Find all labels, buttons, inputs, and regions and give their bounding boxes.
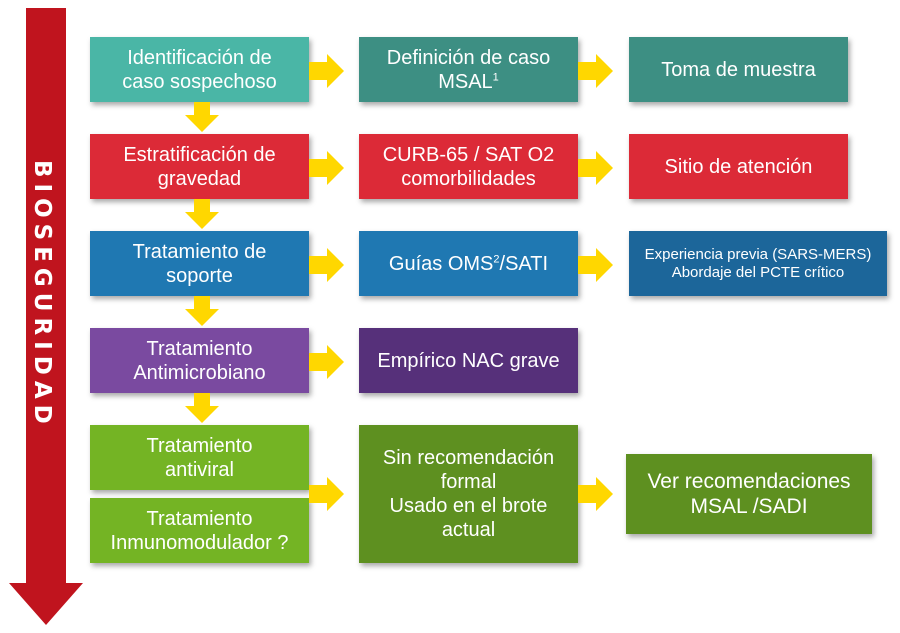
box-ver-recomendaciones-text: Ver recomendaciones MSAL /SADI <box>647 469 851 518</box>
box-inmunomodulador-text: Tratamiento Inmunomodulador ? <box>110 507 289 554</box>
arrow-right-r5-1 <box>309 477 344 511</box>
arrow-right-r1-1 <box>309 54 344 88</box>
arrow-right-r2-2 <box>578 151 613 185</box>
box-definicion-text: Definición de caso MSAL <box>386 46 551 93</box>
box-empirico: Empírico NAC grave <box>359 328 578 393</box>
box-guias: Guías OMS2/SATI <box>359 231 578 296</box>
box-experiencia: Experiencia previa (SARS-MERS) Abordaje … <box>629 231 887 296</box>
bioseguridad-arrow-shape <box>9 8 83 625</box>
box-definicion-content: Definición de caso MSAL1 <box>387 46 550 94</box>
arrow-right-r3-1 <box>309 248 344 282</box>
arrow-right-r3-2 <box>578 248 613 282</box>
box-sin-recomendacion-text: Sin recomendación formal Usado en el bro… <box>382 447 555 541</box>
box-identificacion: Identificación de caso sospechoso <box>90 37 309 102</box>
box-toma-muestra-text: Toma de muestra <box>661 58 816 81</box>
bioseguridad-label: BIOSEGURIDAD <box>20 150 64 440</box>
box-curb65-text: CURB-65 / SAT O2 comorbilidades <box>382 143 555 190</box>
box-sin-recomendacion: Sin recomendación formal Usado en el bro… <box>359 425 578 563</box>
box-guias-pre: Guías OMS <box>388 252 494 275</box>
bioseguridad-text: BIOSEGURIDAD <box>29 160 55 430</box>
box-inmunomodulador: Tratamiento Inmunomodulador ? <box>90 498 309 563</box>
box-definicion: Definición de caso MSAL1 <box>359 37 578 102</box>
box-antimicrobiano-text: Tratamiento Antimicrobiano <box>133 337 266 384</box>
arrow-down-2 <box>185 199 219 229</box>
box-soporte: Tratamiento de soporte <box>90 231 309 296</box>
box-guias-content: Guías OMS2/SATI <box>389 252 548 276</box>
arrow-right-r1-2 <box>578 54 613 88</box>
box-soporte-text: Tratamiento de soporte <box>132 240 267 287</box>
arrow-down-3 <box>185 296 219 326</box>
box-estratificacion-text: Estratificación de gravedad <box>123 143 276 190</box>
arrow-right-r5-2 <box>578 477 613 511</box>
box-ver-recomendaciones: Ver recomendaciones MSAL /SADI <box>626 454 872 534</box>
box-guias-sup: 2 <box>493 252 500 265</box>
arrow-right-r2-1 <box>309 151 344 185</box>
arrow-down-4 <box>185 393 219 423</box>
box-antiviral: Tratamiento antiviral <box>90 425 309 490</box>
box-definicion-sup: 1 <box>492 70 499 83</box>
box-sitio-atencion: Sitio de atención <box>629 134 848 199</box>
box-sitio-atencion-text: Sitio de atención <box>664 155 813 178</box>
box-antiviral-text: Tratamiento antiviral <box>146 434 253 481</box>
box-estratificacion: Estratificación de gravedad <box>90 134 309 199</box>
box-toma-muestra: Toma de muestra <box>629 37 848 102</box>
box-empirico-text: Empírico NAC grave <box>377 349 560 372</box>
box-guias-post: /SATI <box>499 252 549 275</box>
bioseguridad-arrow <box>9 8 83 625</box>
box-curb65: CURB-65 / SAT O2 comorbilidades <box>359 134 578 199</box>
arrow-right-r4-1 <box>309 345 344 379</box>
box-antimicrobiano: Tratamiento Antimicrobiano <box>90 328 309 393</box>
box-identificacion-text: Identificación de caso sospechoso <box>122 46 277 93</box>
box-experiencia-text: Experiencia previa (SARS-MERS) Abordaje … <box>644 245 872 281</box>
arrow-down-1 <box>185 102 219 132</box>
